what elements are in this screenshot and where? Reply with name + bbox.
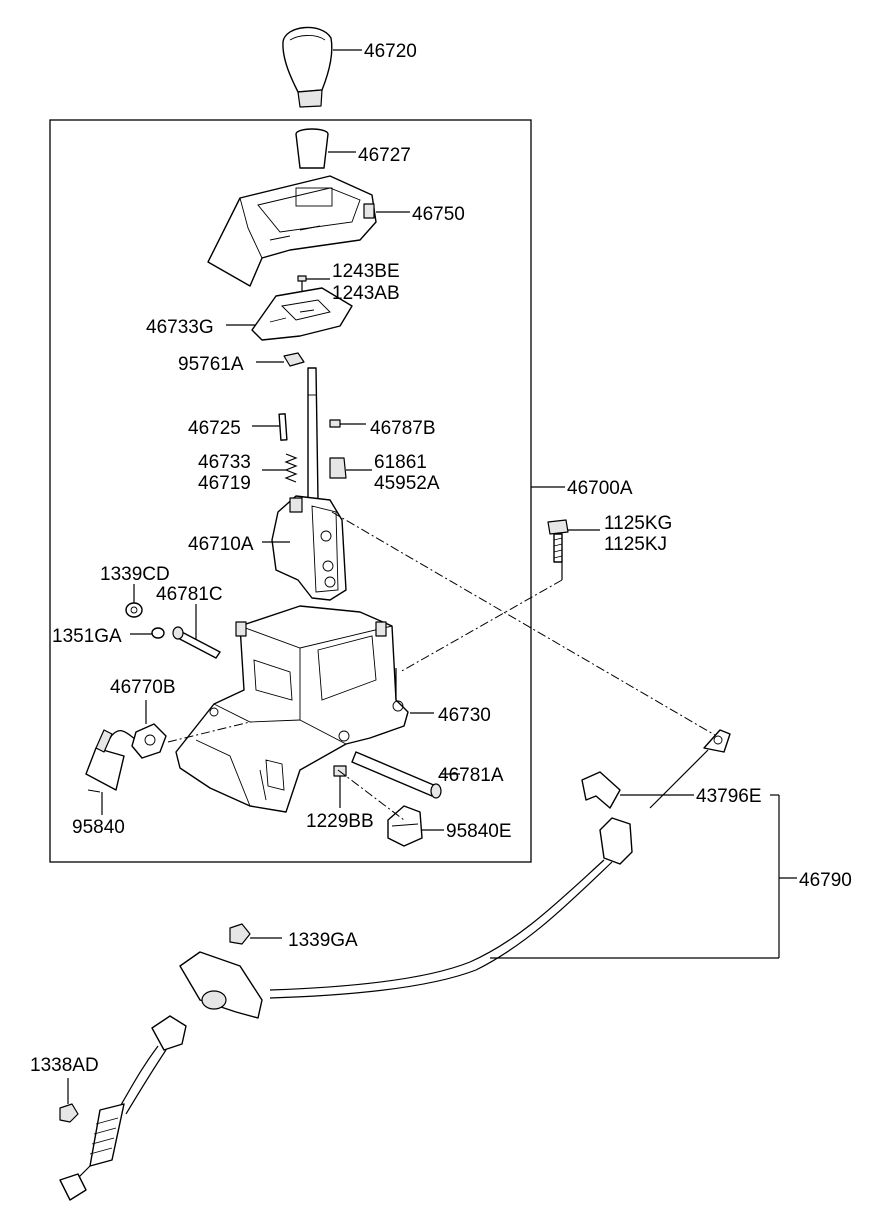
label-95761a: 95761A	[178, 354, 244, 375]
label-46730: 46730	[438, 705, 491, 726]
indicator-plate-part	[251, 287, 353, 341]
label-1339ga: 1339GA	[288, 930, 358, 951]
shift-knob-part	[282, 26, 333, 108]
label-46710a: 46710A	[188, 534, 254, 555]
pin-bolt-part	[351, 751, 442, 799]
indicator-housing-part	[207, 175, 377, 287]
label-46750: 46750	[412, 204, 465, 225]
label-95840: 95840	[72, 817, 125, 838]
lever-assembly-part	[271, 495, 347, 601]
washer-part	[151, 627, 165, 639]
small-screw-part	[329, 419, 341, 428]
bolt-46781c-part	[172, 626, 221, 659]
pin-part	[278, 413, 288, 441]
solenoid-part	[85, 723, 167, 793]
clip-part	[581, 771, 621, 809]
label-46781c: 46781C	[156, 584, 223, 605]
label-1243be: 1243BE	[332, 261, 400, 282]
label-46720: 46720	[364, 41, 417, 62]
label-46781a: 46781A	[438, 765, 504, 786]
label-1125kj: 1125KJ	[604, 534, 667, 555]
label-46770b: 46770B	[110, 677, 176, 698]
label-46787b: 46787B	[370, 418, 436, 439]
label-1243ab: 1243AB	[332, 283, 400, 304]
switch-part	[329, 457, 347, 479]
label-46719: 46719	[198, 473, 251, 494]
shift-rod-part	[307, 367, 319, 501]
label-1229bb: 1229BB	[306, 811, 374, 832]
shift-cable-part	[59, 729, 731, 1201]
label-45952a: 45952A	[374, 473, 440, 494]
label-95840e: 95840E	[446, 821, 512, 842]
label-46790: 46790	[799, 870, 852, 891]
label-61861: 61861	[374, 452, 427, 473]
label-46727: 46727	[358, 145, 411, 166]
label-1125kg: 1125KG	[604, 513, 672, 534]
nut-1339ga-part	[229, 923, 251, 945]
label-46733: 46733	[198, 452, 251, 473]
base-housing-part	[175, 605, 409, 813]
label-1351ga: 1351GA	[52, 626, 122, 647]
label-1338ad: 1338AD	[30, 1055, 99, 1076]
label-46733g: 46733G	[146, 317, 214, 338]
spring-part	[284, 453, 298, 483]
label-46700a: 46700A	[567, 478, 633, 499]
label-1339cd: 1339CD	[100, 564, 170, 585]
bulb-socket-part	[283, 352, 305, 367]
sensor-part	[387, 805, 423, 847]
label-46725: 46725	[188, 418, 241, 439]
nut-1338ad-part	[59, 1103, 79, 1123]
nut-1339cd-part	[125, 602, 143, 618]
knob-boot-part	[295, 128, 329, 169]
bolt-1125-part	[547, 519, 569, 563]
label-43796e: 43796E	[696, 786, 762, 807]
assembly-frame	[49, 119, 532, 863]
